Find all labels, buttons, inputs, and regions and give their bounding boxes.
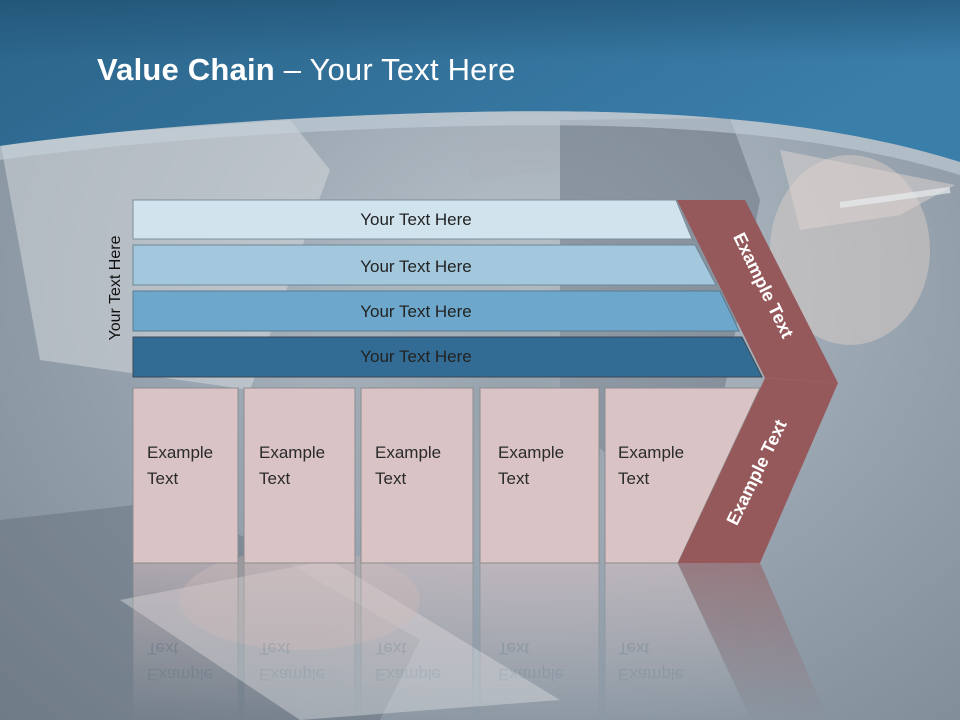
title-rest: – Your Text Here (274, 52, 516, 87)
svg-text:Example: Example (259, 665, 325, 684)
svg-text:Text: Text (147, 639, 178, 658)
bar-4-label: Your Text Here (360, 347, 472, 366)
box-3-line1: Example (375, 443, 441, 462)
box-3 (360, 387, 474, 564)
svg-text:Example: Example (618, 665, 684, 684)
box-1-line2: Text (147, 469, 178, 488)
header-band (0, 0, 960, 175)
bar-4 (132, 336, 763, 378)
svg-text:Text: Text (498, 639, 529, 658)
box-1-line1: Example (147, 443, 213, 462)
bar-1 (132, 199, 693, 240)
box-3-line2: Text (375, 469, 406, 488)
chevron-lower (678, 378, 838, 563)
svg-text:Example: Example (498, 665, 564, 684)
box-4-line2: Text (498, 469, 529, 488)
bar-2 (132, 244, 717, 286)
svg-text:Text: Text (375, 639, 406, 658)
chevron-upper (677, 200, 838, 383)
box-4 (479, 387, 600, 564)
reflection: Example Text Example Text Example Text E… (132, 562, 829, 720)
box-2-line1: Example (259, 443, 325, 462)
box-2 (243, 387, 356, 564)
title-bold: Value Chain (97, 52, 275, 87)
box-4-line1: Example (498, 443, 564, 462)
svg-text:Text: Text (259, 639, 290, 658)
svg-text:Text: Text (618, 639, 649, 658)
bar-3 (132, 290, 740, 332)
box-2-line2: Text (259, 469, 290, 488)
box-5-line2: Text (618, 469, 649, 488)
bar-3-label: Your Text Here (360, 302, 472, 321)
box-1 (132, 387, 239, 564)
box-5-line1: Example (618, 443, 684, 462)
bar-2-label: Your Text Here (360, 257, 472, 276)
slide-title: Value Chain – Your Text Here (97, 52, 516, 88)
bar-1-label: Your Text Here (360, 210, 472, 229)
svg-text:Example: Example (375, 665, 441, 684)
svg-text:Example: Example (147, 665, 213, 684)
